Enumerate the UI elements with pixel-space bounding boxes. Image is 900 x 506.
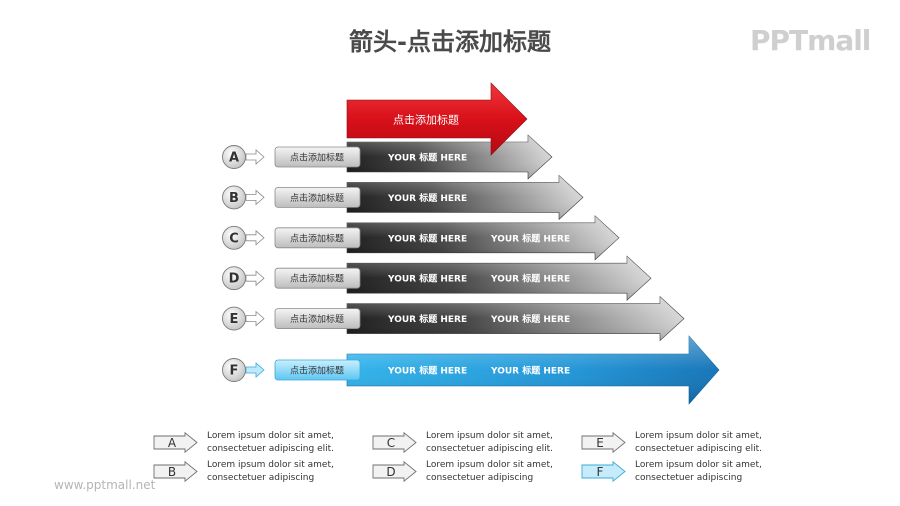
legend-text: Lorem ipsum dolor sit amet, consectetuer… <box>207 459 367 485</box>
row-label-box[interactable] <box>274 227 361 249</box>
legend-arrow-icon: B <box>153 461 198 483</box>
row-circle-letter: D <box>229 272 240 287</box>
row-label-box[interactable] <box>274 186 361 208</box>
top-arrow-label: 点击添加标题 <box>393 113 459 127</box>
legend-text: Lorem ipsum dolor sit amet, consectetuer… <box>635 459 795 485</box>
legend-item: C Lorem ipsum dolor sit amet, consectetu… <box>372 430 582 458</box>
diagram-row: YOUR 标题 HERE YOUR 标题 HERE 点击添加标题 C <box>222 215 620 261</box>
row-label-text: 点击添加标题 <box>290 365 344 377</box>
row-arrow-text: YOUR 标题 HERE <box>387 232 467 244</box>
page-title: 箭头-点击添加标题 <box>349 28 551 56</box>
legend-line-1: Lorem ipsum dolor sit amet, <box>635 431 762 441</box>
row-circle <box>222 358 246 382</box>
row-arrow-text: YOUR 标题 HERE <box>387 273 467 285</box>
row-label-text: 点击添加标题 <box>290 152 344 164</box>
top-arrow: 点击添加标题 <box>346 82 528 156</box>
row-arrow-text: YOUR 标题 HERE <box>387 192 467 204</box>
row-arrow-text: YOUR 标题 HERE <box>490 365 570 377</box>
row-arrow-shine <box>347 135 552 179</box>
row-arrow-text: YOUR 标题 HERE <box>490 232 570 244</box>
legend-text: Lorem ipsum dolor sit amet, consectetuer… <box>426 459 586 485</box>
row-label-text: 点击添加标题 <box>290 313 344 325</box>
row-circle <box>222 225 246 250</box>
row-arrow-shine <box>347 336 719 404</box>
legend-line-1: Lorem ipsum dolor sit amet, <box>207 431 334 441</box>
legend-letter: E <box>596 436 604 450</box>
row-label-box[interactable] <box>274 146 361 168</box>
row-arrow-text: YOUR 标题 HERE <box>387 152 467 164</box>
legend-line-2: consectetuer adipiscing <box>635 473 743 483</box>
row-circle <box>222 306 246 331</box>
legend-arrow-icon: C <box>372 432 417 454</box>
row-arrow-shine <box>347 296 684 341</box>
legend-arrow-icon: A <box>153 432 198 454</box>
row-arrow-text: YOUR 标题 HERE <box>387 313 467 325</box>
legend-text: Lorem ipsum dolor sit amet, consectetuer… <box>207 430 367 456</box>
row-circle <box>222 185 246 210</box>
row-circle-letter: B <box>229 191 239 206</box>
legend-item: E Lorem ipsum dolor sit amet, consectetu… <box>581 430 791 458</box>
diagram-row: YOUR 标题 HERE YOUR 标题 HERE 点击添加标题 D <box>222 255 652 301</box>
legend-item: D Lorem ipsum dolor sit amet, consectetu… <box>372 459 582 487</box>
row-circle-letter: C <box>229 231 239 246</box>
footer-url: www.pptmall.net <box>54 478 156 492</box>
legend-letter: C <box>387 436 395 450</box>
row-circle-letter: A <box>229 151 239 166</box>
row-circle <box>222 266 246 291</box>
row-connector-arrow-icon <box>245 270 265 287</box>
legend-line-1: Lorem ipsum dolor sit amet, <box>635 460 762 470</box>
row-connector-arrow-icon <box>245 362 265 378</box>
row-label-text: 点击添加标题 <box>290 273 344 285</box>
row-circle <box>222 145 246 169</box>
brand-logo: PPTmall <box>750 24 871 57</box>
legend-line-1: Lorem ipsum dolor sit amet, <box>426 431 553 441</box>
row-circle-letter: E <box>230 312 239 327</box>
row-connector-arrow-icon <box>245 310 265 327</box>
legend-arrow-icon: F <box>581 461 626 483</box>
row-arrow-text: YOUR 标题 HERE <box>490 273 570 285</box>
top-red-arrow <box>346 82 528 156</box>
row-connector-arrow-icon <box>245 229 265 246</box>
row-label-text: 点击添加标题 <box>290 192 344 204</box>
legend-item: F Lorem ipsum dolor sit amet, consectetu… <box>581 459 791 487</box>
legend-item: B Lorem ipsum dolor sit amet, consectetu… <box>153 459 363 487</box>
legend-arrow-icon: D <box>372 461 417 483</box>
row-arrow-shine <box>347 256 651 301</box>
row-label-box[interactable] <box>274 267 361 289</box>
legend-text: Lorem ipsum dolor sit amet, consectetuer… <box>635 430 795 456</box>
diagram-row: YOUR 标题 HERE 点击添加标题 B <box>222 174 584 221</box>
legend-line-2: consectetuer adipiscing <box>426 473 534 483</box>
legend-line-2: consectetuer adipiscing <box>207 473 315 483</box>
row-circle-letter: F <box>230 364 239 379</box>
row-arrow-shine <box>347 175 583 220</box>
diagram-row: YOUR 标题 HERE YOUR 标题 HERE 点击添加标题 F <box>222 335 720 405</box>
legend-letter: D <box>386 465 395 479</box>
legend-line-2: consectetuer adipiscing elit. <box>635 444 763 454</box>
legend-line-2: consectetuer adipiscing elit. <box>207 444 335 454</box>
row-connector-arrow-icon <box>245 189 265 206</box>
legend-letter: F <box>597 465 604 479</box>
legend-letter: A <box>168 436 177 450</box>
row-label-text: 点击添加标题 <box>290 232 344 244</box>
legend-line-2: consectetuer adipiscing elit. <box>426 444 554 454</box>
legend-item: A Lorem ipsum dolor sit amet, consectetu… <box>153 430 363 458</box>
legend-letter: B <box>168 465 176 479</box>
legend-text: Lorem ipsum dolor sit amet, consectetuer… <box>426 430 586 456</box>
legend-arrow-icon: E <box>581 432 626 454</box>
row-arrow-text: YOUR 标题 HERE <box>490 313 570 325</box>
legend-line-1: Lorem ipsum dolor sit amet, <box>426 460 553 470</box>
row-connector-arrow-icon <box>245 149 265 165</box>
row-label-box[interactable] <box>274 308 361 330</box>
row-label-box[interactable] <box>274 359 361 381</box>
diagram-row: YOUR 标题 HERE 点击添加标题 A <box>222 134 553 180</box>
row-arrow-shine <box>347 215 619 260</box>
diagram-row: YOUR 标题 HERE YOUR 标题 HERE 点击添加标题 E <box>222 295 685 342</box>
row-arrow-text: YOUR 标题 HERE <box>387 365 467 377</box>
legend-line-1: Lorem ipsum dolor sit amet, <box>207 460 334 470</box>
